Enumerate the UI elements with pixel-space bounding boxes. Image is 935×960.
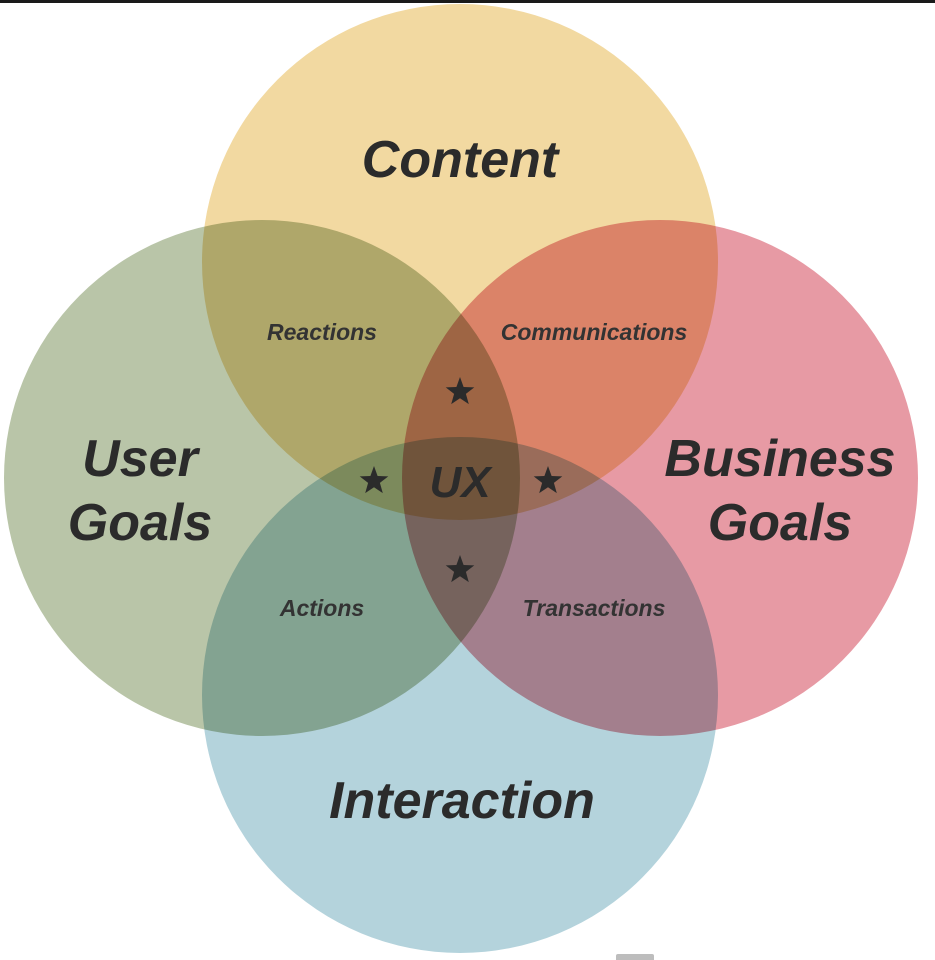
label-transactions: Transactions bbox=[523, 595, 666, 621]
star-icon bbox=[533, 466, 563, 494]
label-communications: Communications bbox=[501, 319, 688, 345]
top-border bbox=[0, 0, 935, 3]
star-icon bbox=[445, 377, 475, 405]
star-icon bbox=[445, 555, 475, 583]
label-business-goals-line1: Business bbox=[664, 430, 895, 488]
label-user-goals-line1: User bbox=[82, 430, 200, 488]
label-user-goals-line2: Goals bbox=[68, 494, 213, 552]
circle-interaction bbox=[202, 437, 718, 953]
label-actions: Actions bbox=[279, 595, 364, 621]
label-reactions: Reactions bbox=[267, 319, 377, 345]
label-content: Content bbox=[362, 131, 561, 189]
label-ux: UX bbox=[429, 458, 493, 507]
label-interaction: Interaction bbox=[329, 772, 595, 830]
corner-tab bbox=[616, 954, 654, 960]
star-icon bbox=[359, 466, 389, 494]
label-business-goals-line2: Goals bbox=[708, 494, 853, 552]
